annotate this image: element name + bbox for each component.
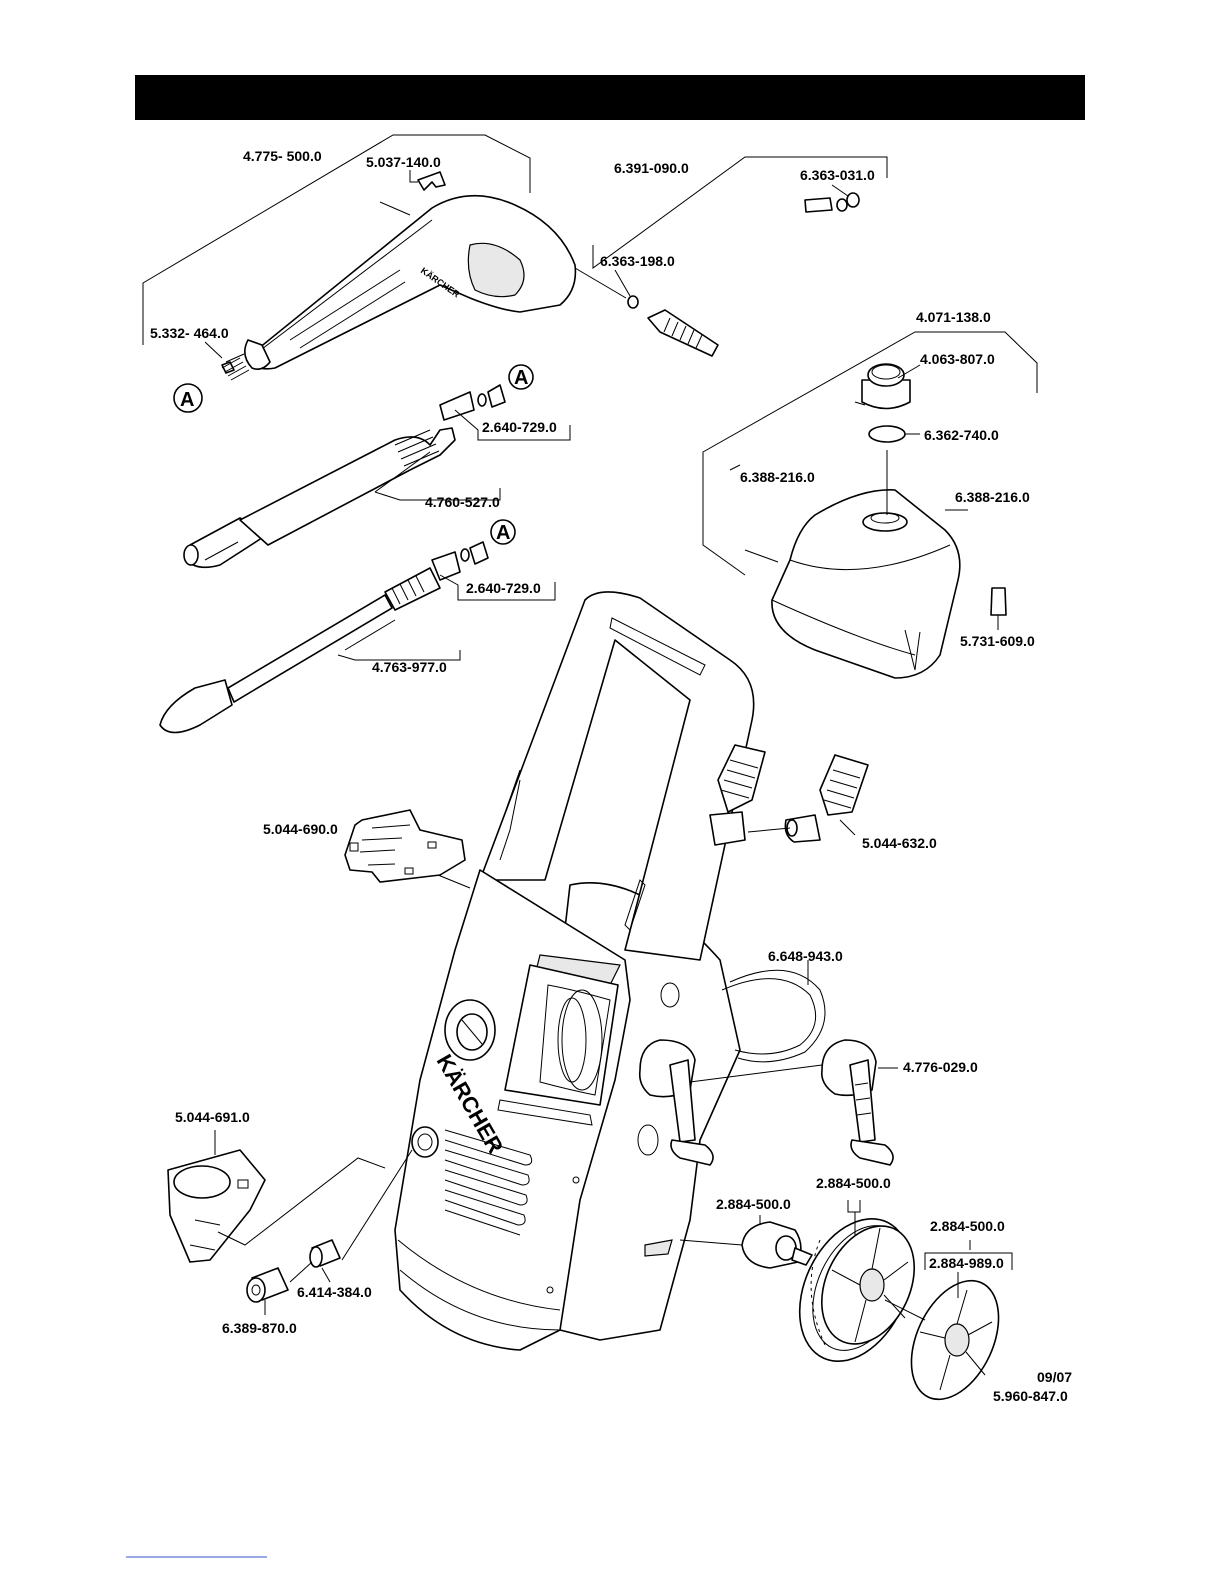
label-6-388-216-right: 6.388-216.0 xyxy=(955,489,1030,505)
spray-lance-powerjet xyxy=(159,541,489,734)
label-4-760-527: 4.760-527.0 xyxy=(425,494,500,510)
label-6-363-031: 6.363-031.0 xyxy=(800,167,875,183)
label-2-884-989: 2.884-989.0 xyxy=(929,1255,1004,1271)
svg-text:A: A xyxy=(514,367,528,389)
svg-text:A: A xyxy=(180,389,194,411)
trigger-gun: KÄRCHER xyxy=(244,194,577,370)
label-5-332-464: 5.332- 464.0 xyxy=(150,325,229,341)
label-4-063-807: 4.063-807.0 xyxy=(920,351,995,367)
wheel-axle-part xyxy=(644,1221,813,1269)
ref-marker-a3: A xyxy=(490,519,516,545)
lance-holder xyxy=(344,809,466,883)
label-6-648-943: 6.648-943.0 xyxy=(768,948,843,964)
spring-part xyxy=(221,353,250,381)
accessory-holder-right xyxy=(784,754,869,843)
label-6-363-198: 6.363-198.0 xyxy=(600,253,675,269)
label-5-731-609: 5.731-609.0 xyxy=(960,633,1035,649)
label-5-044-632: 5.044-632.0 xyxy=(862,835,937,851)
detergent-tank xyxy=(771,489,961,679)
label-5-037-140: 5.037-140.0 xyxy=(366,154,441,170)
header-bar xyxy=(135,75,1085,120)
pressure-washer-body: KÄRCHER xyxy=(394,591,755,1351)
tank-o-ring xyxy=(868,425,906,443)
svg-text:A: A xyxy=(496,522,510,544)
coupling-6-414-384 xyxy=(309,1239,341,1268)
label-2-884-500-middle: 2.884-500.0 xyxy=(816,1175,891,1191)
tank-cap xyxy=(854,363,911,410)
label-4-775-500: 4.775- 500.0 xyxy=(243,148,322,164)
label-4-776-029: 4.776-029.0 xyxy=(903,1059,978,1075)
footer-doc-number: 5.960-847.0 xyxy=(993,1388,1068,1404)
footer-date: 09/07 xyxy=(1037,1369,1072,1385)
label-6-388-216-left: 6.388-216.0 xyxy=(740,469,815,485)
hose-reel-ring xyxy=(721,969,826,1063)
label-6-362-740: 6.362-740.0 xyxy=(924,427,999,443)
label-6-391-090: 6.391-090.0 xyxy=(614,160,689,176)
spray-lance-vario xyxy=(183,384,506,569)
ref-marker-a2: A xyxy=(508,364,534,390)
high-pressure-hose xyxy=(647,192,860,357)
ref-marker-a1: A xyxy=(173,383,203,413)
label-4-763-977: 4.763-977.0 xyxy=(372,659,447,675)
cable-holder xyxy=(167,1149,266,1263)
label-5-044-690: 5.044-690.0 xyxy=(263,821,338,837)
accessory-holder-mounted xyxy=(709,744,766,846)
wheel-part xyxy=(798,1218,916,1362)
suction-filter xyxy=(990,587,1007,616)
clip-part xyxy=(417,171,446,191)
label-2-640-729-lower: 2.640-729.0 xyxy=(466,580,541,596)
label-2-884-500-right: 2.884-500.0 xyxy=(930,1218,1005,1234)
crank-handle-part xyxy=(820,1039,894,1166)
label-2-640-729-upper: 2.640-729.0 xyxy=(482,419,557,435)
leader-lines xyxy=(142,134,1038,1321)
wheel-cap-part xyxy=(910,1279,1000,1401)
crank-handle-mounted xyxy=(638,1039,714,1166)
coupling-6-389-870 xyxy=(246,1267,289,1303)
o-ring-small xyxy=(627,295,639,309)
part-labels: 4.775- 500.0 5.037-140.0 5.332- 464.0 6.… xyxy=(150,148,1035,1336)
label-6-389-870: 6.389-870.0 xyxy=(222,1320,297,1336)
label-2-884-500-left: 2.884-500.0 xyxy=(716,1196,791,1212)
label-6-414-384: 6.414-384.0 xyxy=(297,1284,372,1300)
label-5-044-691: 5.044-691.0 xyxy=(175,1109,250,1125)
label-4-071-138: 4.071-138.0 xyxy=(916,309,991,325)
